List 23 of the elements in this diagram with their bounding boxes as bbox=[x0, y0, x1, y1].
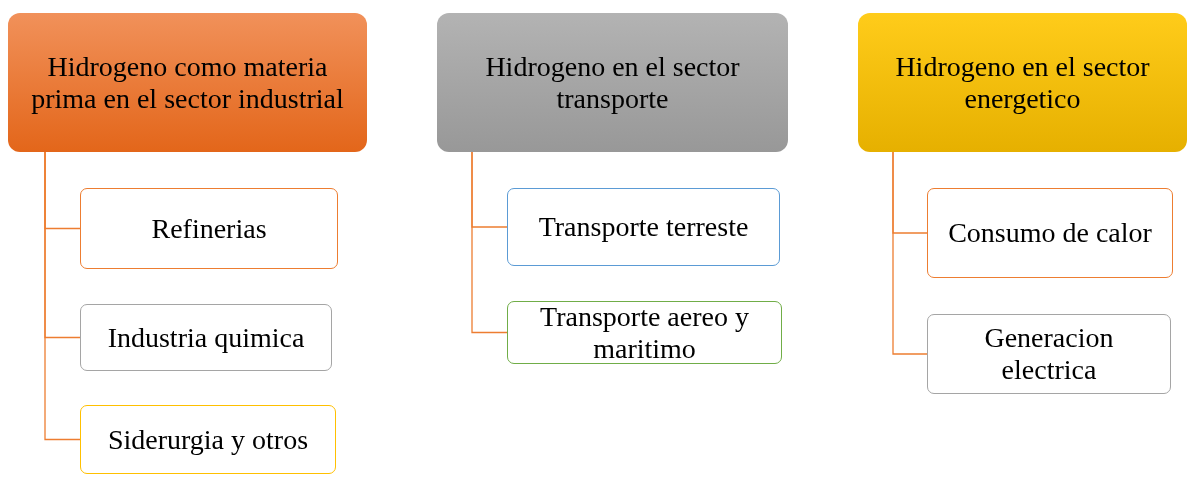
header-text: Hidrogeno en el sector transporte bbox=[484, 50, 741, 115]
item-text: Generacion electrica bbox=[983, 322, 1115, 386]
category-header bbox=[858, 13, 1187, 152]
connector-line bbox=[892, 151, 928, 355]
category-header bbox=[437, 13, 788, 152]
item-box bbox=[80, 188, 338, 269]
item-box bbox=[927, 314, 1171, 394]
item-box bbox=[80, 405, 336, 474]
item-text: Industria quimica bbox=[107, 321, 305, 354]
item-text: Refinerias bbox=[151, 212, 267, 245]
connector-line bbox=[44, 151, 81, 441]
item-text: Transporte aereo y maritimo bbox=[539, 300, 750, 365]
item-text: Siderurgia y otros bbox=[107, 423, 309, 456]
item-text: Consumo de calor bbox=[948, 217, 1152, 249]
connector-line bbox=[471, 151, 508, 334]
item-box bbox=[507, 188, 780, 266]
item-box bbox=[80, 304, 332, 371]
header-text: Hidrogeno como materia prima en el sector industrial bbox=[30, 50, 345, 115]
category-header bbox=[8, 13, 367, 152]
item-box bbox=[507, 301, 782, 364]
item-text: Transporte terreste bbox=[538, 211, 749, 243]
header-text: Hidrogeno en el sector energetico bbox=[894, 50, 1151, 115]
item-box bbox=[927, 188, 1173, 278]
